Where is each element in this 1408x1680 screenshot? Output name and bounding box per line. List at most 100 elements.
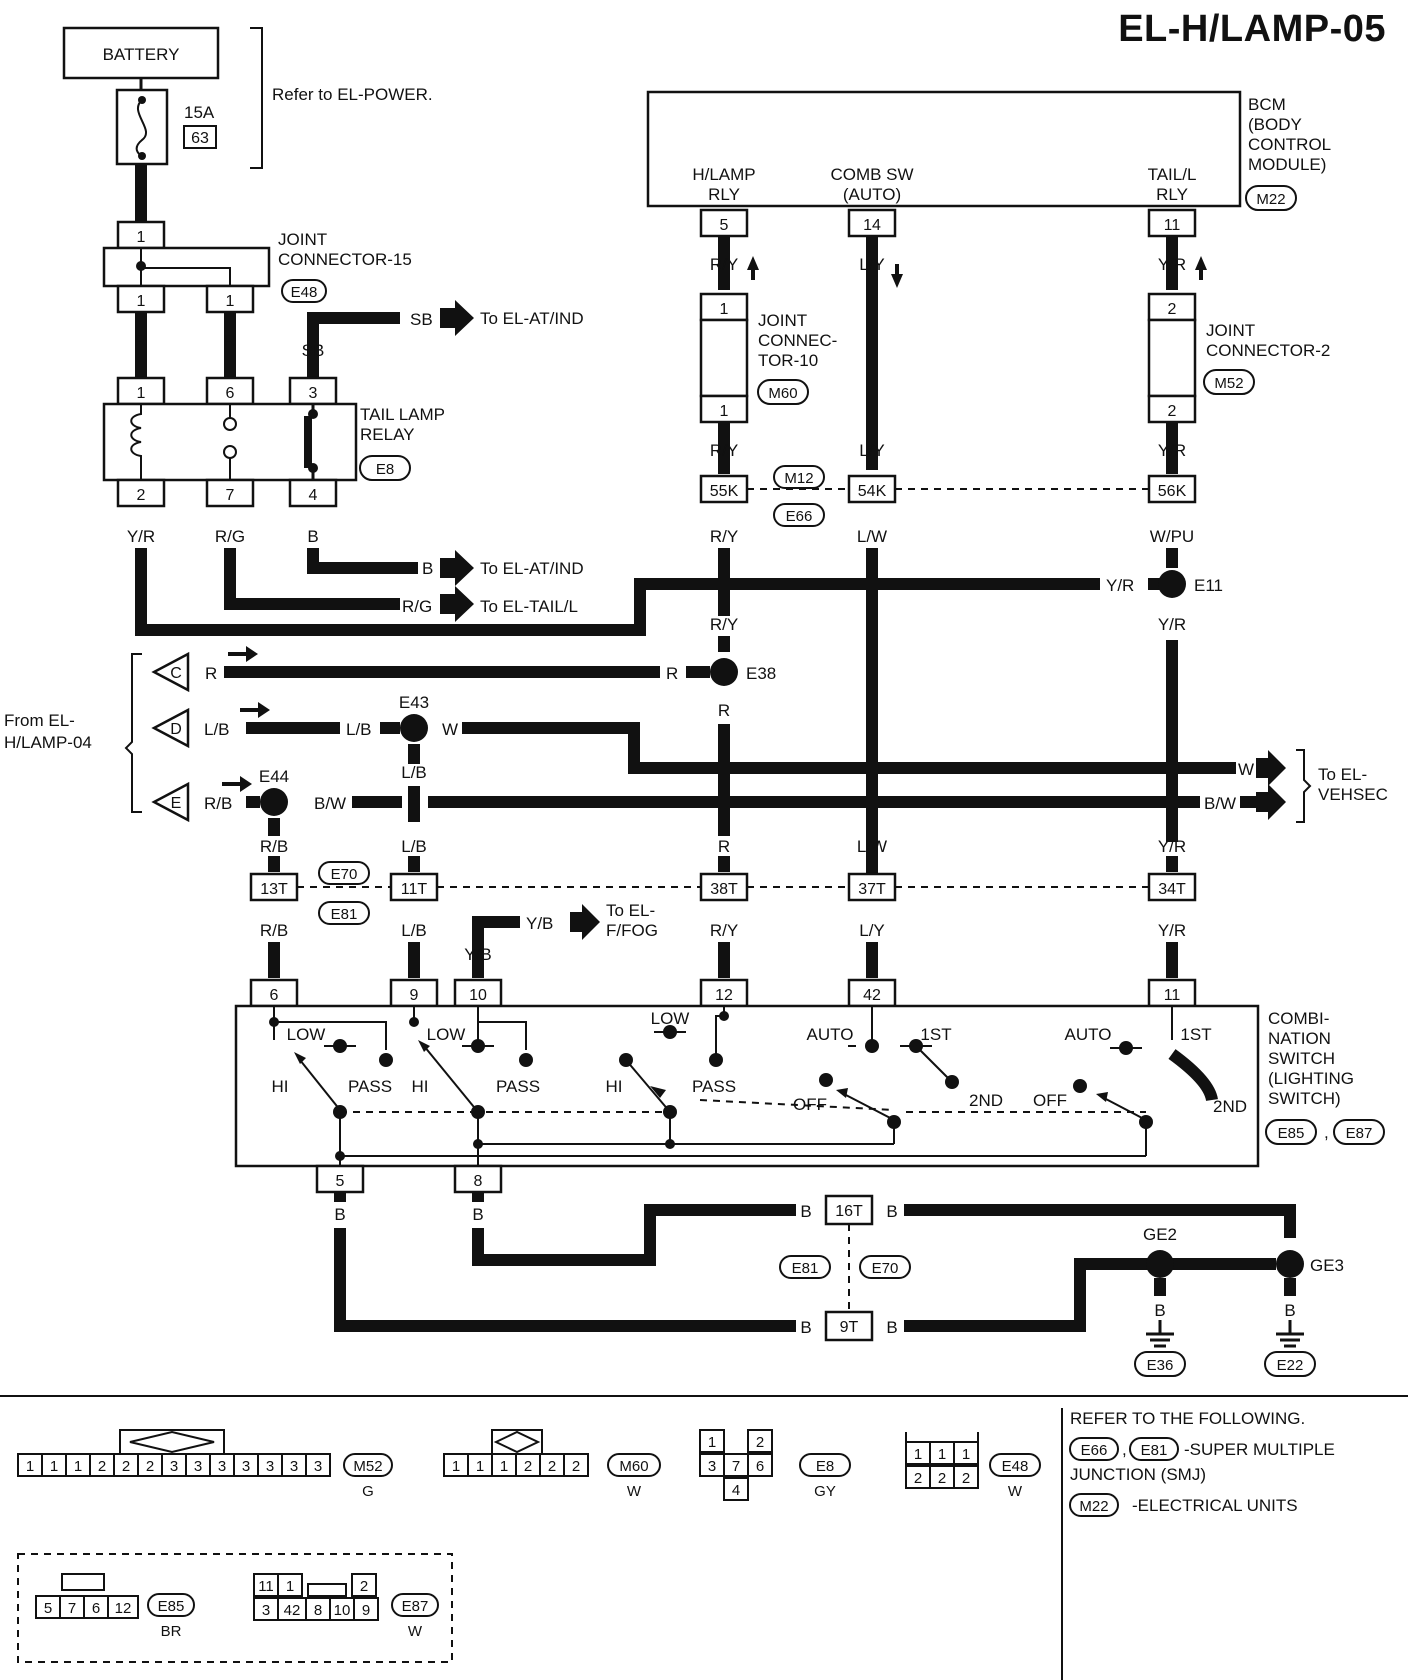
svg-text:Y/R: Y/R: [1158, 615, 1186, 634]
svg-text:R: R: [666, 664, 678, 683]
svg-text:1: 1: [137, 229, 146, 246]
svg-text:R: R: [135, 331, 147, 350]
svg-text:M22: M22: [1256, 191, 1285, 208]
svg-text:16T: 16T: [835, 1203, 863, 1220]
smj-row-2: 13T 11T 38T 37T 34T E70 E81: [249, 861, 1197, 925]
svg-text:Y/R: Y/R: [1106, 576, 1134, 595]
dest-tail-l: To EL-TAIL/L: [480, 597, 578, 616]
svg-text:M12: M12: [784, 470, 813, 487]
svg-text:2ND: 2ND: [969, 1091, 1003, 1110]
svg-text:TAIL/L: TAIL/L: [1148, 165, 1197, 184]
svg-text:M60: M60: [619, 1458, 648, 1475]
svg-text:E48: E48: [291, 284, 318, 301]
from-label-1: From EL-: [4, 711, 75, 730]
connector-pin: 1: [476, 1458, 484, 1475]
svg-text:E81: E81: [1141, 1442, 1168, 1459]
svg-text:W: W: [627, 1483, 642, 1500]
svg-text:2: 2: [1168, 403, 1177, 420]
svg-text:L/B: L/B: [204, 720, 230, 739]
connector-pin: 1: [708, 1434, 716, 1451]
svg-text:SWITCH: SWITCH: [1268, 1049, 1335, 1068]
svg-text:B: B: [422, 559, 433, 578]
connector-pin: 1: [286, 1578, 294, 1595]
connector-pin: 1: [914, 1446, 922, 1463]
svg-text:M22: M22: [1079, 1498, 1108, 1515]
svg-text:R/Y: R/Y: [710, 615, 738, 634]
svg-text:B/W: B/W: [314, 794, 346, 813]
svg-text:B: B: [307, 527, 318, 546]
connector-pin: 2: [914, 1470, 922, 1487]
svg-text:5: 5: [336, 1173, 345, 1190]
svg-text:3: 3: [309, 385, 318, 402]
connector-pin: 3: [194, 1458, 202, 1475]
svg-text:JUNCTION (SMJ): JUNCTION (SMJ): [1070, 1465, 1206, 1484]
svg-text:-SUPER MULTIPLE: -SUPER MULTIPLE: [1184, 1440, 1335, 1459]
connector-pin: 2: [962, 1470, 970, 1487]
svg-text:CONNECTOR-15: CONNECTOR-15: [278, 250, 412, 269]
svg-text:E87: E87: [1346, 1125, 1373, 1142]
connector-pin: 3: [266, 1458, 274, 1475]
svg-text:E8: E8: [816, 1458, 834, 1475]
svg-text:12: 12: [715, 987, 733, 1004]
svg-text:AUTO: AUTO: [807, 1025, 854, 1044]
from-label-2: H/LAMP-04: [4, 733, 92, 752]
svg-text:(AUTO): (AUTO): [843, 185, 901, 204]
svg-text:R/Y: R/Y: [710, 255, 738, 274]
connector-pin: 4: [732, 1482, 740, 1499]
svg-text:E48: E48: [1002, 1458, 1029, 1475]
svg-text:1: 1: [226, 293, 235, 310]
connector-pin: 2: [122, 1458, 130, 1475]
splice-e11: E11: [1194, 576, 1223, 595]
input-e: E: [151, 781, 190, 823]
svg-text:OFF: OFF: [1033, 1091, 1067, 1110]
svg-text:W: W: [1238, 760, 1254, 779]
svg-text:W: W: [442, 720, 458, 739]
svg-text:42: 42: [863, 987, 881, 1004]
svg-text:CONTROL: CONTROL: [1248, 135, 1331, 154]
svg-text:R: R: [718, 837, 730, 856]
svg-text:RELAY: RELAY: [360, 425, 415, 444]
connector-pin: 6: [756, 1458, 764, 1475]
svg-text:MODULE): MODULE): [1248, 155, 1326, 174]
connector-pin: 3: [290, 1458, 298, 1475]
dest-at-ind-1: To EL-AT/IND: [480, 309, 584, 328]
svg-text:13T: 13T: [260, 881, 288, 898]
svg-text:E: E: [171, 795, 182, 812]
svg-text:PASS: PASS: [496, 1077, 540, 1096]
connector-pin: 3: [708, 1458, 716, 1475]
svg-text:E85: E85: [1278, 1125, 1305, 1142]
connector-pin: 2: [572, 1458, 580, 1475]
svg-text:D: D: [170, 721, 182, 738]
svg-text:R/B: R/B: [204, 794, 232, 813]
connector-pin: 1: [26, 1458, 34, 1475]
svg-text:REFER TO THE FOLLOWING.: REFER TO THE FOLLOWING.: [1070, 1409, 1305, 1428]
smj-ground: 16T 9T E81 E70: [779, 1194, 911, 1342]
splice-e43: E43: [399, 693, 429, 712]
input-d: D: [151, 707, 190, 749]
svg-text:TAIL LAMP: TAIL LAMP: [360, 405, 445, 424]
svg-text:E70: E70: [331, 866, 358, 883]
connector-pin: 12: [115, 1600, 132, 1617]
svg-text:1: 1: [137, 293, 146, 310]
svg-text:SB: SB: [302, 341, 325, 360]
tail-lamp-relay: 1 6 3 2 7 4 TAIL LAMP RELAY E8: [102, 376, 445, 508]
svg-text:L/W: L/W: [857, 527, 887, 546]
svg-text:E66: E66: [786, 508, 813, 525]
svg-text:1: 1: [137, 385, 146, 402]
svg-text:BR: BR: [161, 1623, 182, 1640]
svg-text:L/W: L/W: [857, 837, 887, 856]
svg-text:B: B: [334, 1205, 345, 1224]
svg-text:R/Y: R/Y: [710, 527, 738, 546]
svg-text:JOINT: JOINT: [758, 311, 807, 330]
connector-pin: 3: [218, 1458, 226, 1475]
wire-color-r: R: [135, 183, 147, 202]
svg-text:R: R: [718, 701, 730, 720]
svg-text:14: 14: [863, 217, 881, 234]
fuse-rating: 15A: [184, 103, 215, 122]
svg-text:55K: 55K: [710, 483, 739, 500]
fuse-number: 63: [191, 130, 209, 147]
connector-pin: 2: [548, 1458, 556, 1475]
svg-text:R/B: R/B: [260, 837, 288, 856]
